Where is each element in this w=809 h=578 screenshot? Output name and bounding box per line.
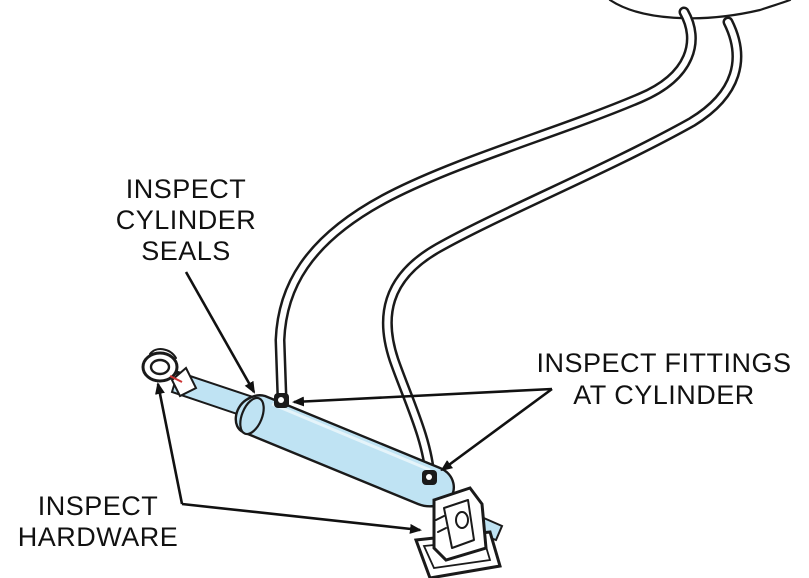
hose-front (274, 6, 697, 404)
leader-arrows (155, 271, 553, 534)
hose-fitting-rear (422, 470, 437, 485)
cylinder-barrel (234, 394, 456, 508)
arrow-to-cylinder-seals (184, 271, 256, 394)
callout-fittings: INSPECT FITTINGS AT CYLINDER (536, 348, 791, 410)
arrow-to-mount (181, 502, 422, 534)
mounting-surface-edge (608, 0, 792, 20)
callout-hardware-line-2: HARDWARE (18, 522, 179, 552)
callout-fittings-line-1: INSPECT FITTINGS (536, 348, 791, 378)
callout-seals-line-2: CYLINDER (116, 205, 257, 235)
callout-seals-line-3: SEALS (141, 236, 231, 266)
callout-seals-line-1: INSPECT (126, 174, 247, 204)
mounting-bracket (413, 486, 502, 578)
callout-cylinder-seals: INSPECT CYLINDER SEALS (116, 174, 257, 266)
rod-end-hardware (141, 348, 183, 383)
hydraulic-hoses (274, 6, 743, 484)
arrow-to-rear-fitting (440, 387, 553, 472)
arrow-to-rod-end (155, 382, 184, 505)
callout-fittings-line-2: AT CYLINDER (573, 380, 755, 410)
callout-hardware-line-1: INSPECT (38, 491, 159, 521)
arrow-to-front-fitting (292, 387, 553, 407)
hose-fitting-front (274, 393, 289, 408)
callout-hardware: INSPECT HARDWARE (18, 491, 179, 552)
